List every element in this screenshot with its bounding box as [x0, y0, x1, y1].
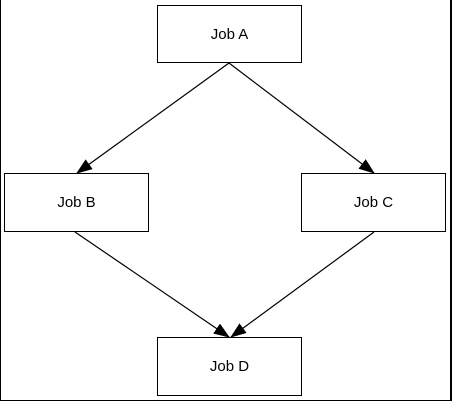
node-job-d[interactable]: Job D — [157, 337, 302, 396]
edge-c-to-d — [230, 231, 375, 338]
edge-b-to-d — [74, 231, 230, 338]
node-label: Job D — [209, 358, 250, 375]
node-label: Job C — [353, 194, 394, 211]
edge-a-to-b — [76, 62, 230, 174]
node-label: Job A — [210, 25, 249, 43]
node-job-b[interactable]: Job B — [4, 173, 149, 232]
node-job-c[interactable]: Job C — [301, 173, 446, 232]
node-label: Job B — [57, 194, 96, 211]
edge-a-to-c — [228, 62, 375, 174]
node-job-a[interactable]: Job A — [157, 5, 302, 63]
